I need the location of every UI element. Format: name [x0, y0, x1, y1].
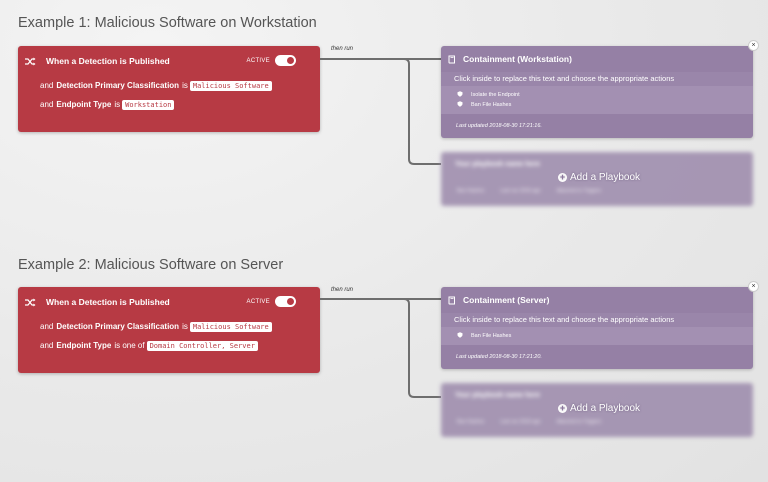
condition-operator: is one of: [114, 341, 145, 350]
add-playbook-label: Add a Playbook: [570, 172, 641, 183]
condition-value[interactable]: Malicious Software: [189, 321, 272, 332]
then-run-label: then run: [331, 287, 354, 293]
playbook-header: Containment (Server): [441, 287, 753, 313]
playbook-action-label: Isolate the Endpoint: [471, 92, 520, 98]
ghost-title: Your playbook name here: [455, 161, 541, 168]
condition-field: Detection Primary Classification: [56, 81, 180, 90]
playbook-actions: Isolate the Endpoint Ban File Hashes: [441, 86, 753, 114]
plus-circle-icon: +: [558, 403, 567, 413]
active-label: ACTIVE: [246, 298, 270, 305]
active-label: ACTIVE: [246, 57, 270, 64]
toggle-knob: [287, 57, 294, 64]
shield-icon: [457, 91, 463, 99]
playbook-action-label: Ban File Hashes: [471, 102, 512, 108]
playbook-description[interactable]: Click inside to replace this text and ch…: [441, 313, 753, 327]
active-toggle-wrap[interactable]: ACTIVE: [247, 55, 296, 66]
condition-row[interactable]: and Detection Primary Classification is …: [18, 76, 320, 95]
add-playbook-label: Add a Playbook: [570, 403, 641, 414]
condition-operator: is: [182, 322, 188, 331]
condition-prefix: and: [40, 341, 54, 350]
playbook-header: Containment (Workstation): [441, 46, 753, 72]
trigger-title: When a Detection is Published: [46, 56, 170, 66]
shield-icon: [457, 332, 463, 340]
toggle-knob: [287, 298, 294, 305]
condition-row[interactable]: and Detection Primary Classification is …: [18, 317, 320, 336]
book-icon: [441, 287, 463, 313]
trigger-header: When a Detection is Published ACTIVE: [18, 287, 320, 317]
condition-value[interactable]: Malicious Software: [189, 80, 272, 91]
plus-circle-icon: +: [558, 172, 567, 182]
condition-prefix: and: [40, 100, 54, 109]
ghost-title: Your playbook name here: [455, 392, 541, 399]
playbook-action: Isolate the Endpoint: [457, 90, 753, 100]
condition-field: Endpoint Type: [56, 100, 112, 109]
condition-row[interactable]: and Endpoint Type is Workstation: [18, 95, 320, 114]
playbook-updated: Last updated 2018-08-30 17:21:16.: [456, 123, 542, 129]
shield-icon: [457, 101, 463, 109]
condition-operator: is: [114, 100, 121, 109]
shuffle-icon: [18, 287, 42, 317]
add-playbook-button-2[interactable]: + Add a Playbook: [558, 403, 640, 414]
example-1-title: Example 1: Malicious Software on Worksta…: [18, 15, 317, 31]
book-icon: [441, 46, 463, 72]
shuffle-icon: [18, 46, 42, 76]
condition-value[interactable]: Workstation: [122, 99, 175, 110]
trigger-card-2[interactable]: When a Detection is Published ACTIVE and…: [18, 287, 320, 373]
trigger-card-1[interactable]: When a Detection is Published ACTIVE and…: [18, 46, 320, 132]
then-run-label: then run: [331, 46, 354, 52]
example-2-title: Example 2: Malicious Software on Server: [18, 257, 284, 273]
active-toggle-wrap[interactable]: ACTIVE: [247, 296, 296, 307]
playbook-card-2[interactable]: Containment (Server) Click inside to rep…: [441, 281, 759, 369]
active-toggle[interactable]: [275, 296, 296, 307]
add-playbook-button-1[interactable]: + Add a Playbook: [558, 172, 640, 183]
playbook-actions: Ban File Hashes: [441, 327, 753, 345]
condition-field: Endpoint Type: [56, 341, 112, 350]
condition-row[interactable]: and Endpoint Type is one of Domain Contr…: [18, 336, 320, 355]
close-icon[interactable]: ×: [748, 281, 759, 292]
playbook-title: Containment (Workstation): [463, 54, 572, 64]
active-toggle[interactable]: [275, 55, 296, 66]
playbook-action: Ban File Hashes: [457, 331, 753, 341]
condition-operator: is: [182, 81, 188, 90]
playbook-card-1[interactable]: Containment (Workstation) Click inside t…: [441, 40, 759, 138]
trigger-header: When a Detection is Published ACTIVE: [18, 46, 320, 76]
playbook-title: Containment (Server): [463, 295, 550, 305]
playbook-description[interactable]: Click inside to replace this text and ch…: [441, 72, 753, 86]
condition-field: Detection Primary Classification: [56, 322, 180, 331]
playbook-action: Ban File Hashes: [457, 100, 753, 110]
close-icon[interactable]: ×: [748, 40, 759, 51]
condition-prefix: and: [40, 322, 54, 331]
playbook-updated: Last updated 2018-08-30 17:21:20.: [456, 354, 542, 360]
playbook-action-label: Ban File Hashes: [471, 333, 512, 339]
condition-prefix: and: [40, 81, 54, 90]
condition-value[interactable]: Domain Controller, Server: [146, 340, 258, 351]
trigger-title: When a Detection is Published: [46, 297, 170, 307]
